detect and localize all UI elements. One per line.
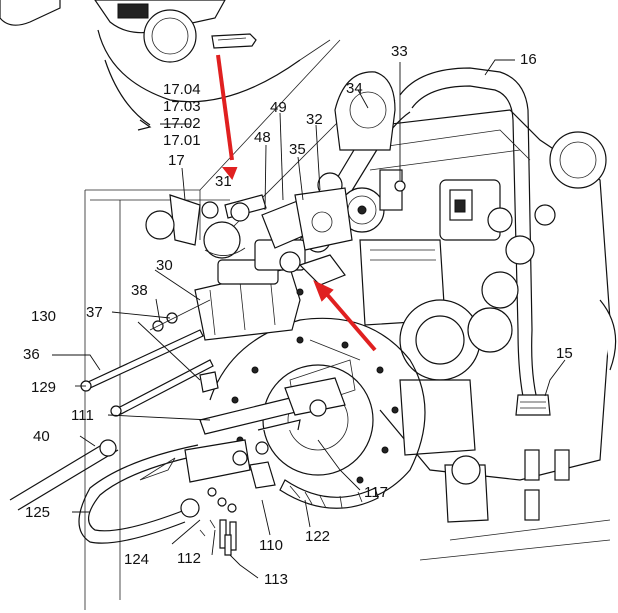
label-17-01: 17.01 xyxy=(163,132,201,149)
flange-parts xyxy=(145,194,267,259)
hydraulic-pump-30 xyxy=(194,187,353,341)
label-30: 30 xyxy=(156,257,173,274)
label-17: 17 xyxy=(168,152,185,169)
label-36: 36 xyxy=(23,346,40,363)
flywheel-bolts xyxy=(231,336,399,484)
label-32: 32 xyxy=(306,111,323,128)
label-16: 16 xyxy=(520,51,537,68)
label-130: 130 xyxy=(31,308,56,325)
valve-manifold xyxy=(184,377,346,556)
label-117: 117 xyxy=(364,484,388,501)
label-35: 35 xyxy=(289,141,306,158)
label-38: 38 xyxy=(131,282,148,299)
label-17-03: 17.03 xyxy=(163,98,201,115)
hose-assembly xyxy=(9,439,201,544)
label-48: 48 xyxy=(254,129,271,146)
label-49: 49 xyxy=(270,99,287,116)
part-labels: 16 33 34 17.04 17.03 17.02 17.01 49 32 4… xyxy=(23,43,573,588)
label-129: 129 xyxy=(31,379,56,396)
red-arrow-top xyxy=(216,54,238,180)
label-31: 31 xyxy=(215,173,232,190)
long-bolts xyxy=(80,299,219,417)
label-40: 40 xyxy=(33,428,50,445)
label-111: 111 xyxy=(71,407,94,424)
direction-arrows xyxy=(139,339,361,481)
label-33: 33 xyxy=(391,43,408,60)
label-125: 125 xyxy=(25,504,50,521)
frame-lines xyxy=(84,39,341,610)
leader-lines xyxy=(52,59,566,579)
label-17-04: 17.04 xyxy=(163,81,201,98)
engine-block xyxy=(339,109,617,561)
label-17-02: 17.02 xyxy=(163,115,201,132)
label-113: 113 xyxy=(264,571,288,588)
label-110: 110 xyxy=(259,537,283,554)
label-122: 122 xyxy=(305,528,330,545)
label-34: 34 xyxy=(346,80,363,97)
label-37: 37 xyxy=(86,304,103,321)
label-15: 15 xyxy=(556,345,573,362)
inset-machine-detail xyxy=(0,0,301,131)
gear-assembly xyxy=(317,71,406,233)
label-124: 124 xyxy=(124,551,149,568)
red-arrow-middle xyxy=(313,280,377,352)
label-112: 112 xyxy=(177,550,201,567)
